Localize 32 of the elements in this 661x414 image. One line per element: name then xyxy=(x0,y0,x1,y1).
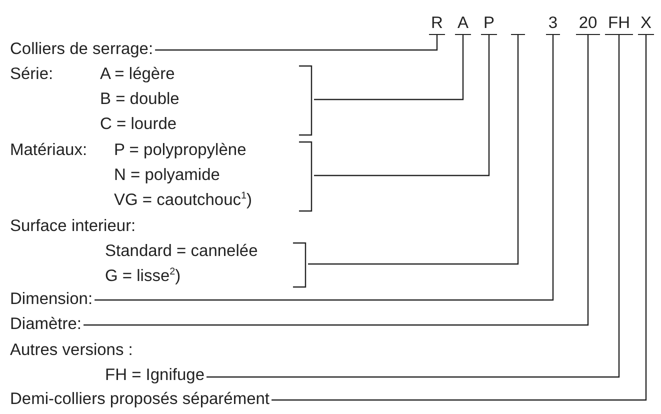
connector-line xyxy=(308,35,519,265)
field-label: Surface interieur: xyxy=(10,216,136,237)
option-text: G = lisse$^{2}$) xyxy=(105,266,182,287)
description-text: Demi-colliers proposés séparément xyxy=(10,388,270,410)
connector-line xyxy=(314,35,464,100)
option-text: B = double xyxy=(100,89,180,110)
option-text: N = polyamide xyxy=(114,165,221,186)
connector-line xyxy=(206,35,620,378)
option-text: FH = Ignifuge xyxy=(105,365,205,386)
option-text: P = polypropylène xyxy=(114,140,248,161)
option-text: VG = caoutchouc$^{1}$) xyxy=(114,190,254,211)
code-letter: R xyxy=(429,12,445,35)
code-letter: FH xyxy=(605,12,633,35)
connector-line xyxy=(84,35,589,326)
code-letter: 3 xyxy=(546,12,560,35)
connector-line xyxy=(314,35,490,176)
description-text: Dimension: xyxy=(10,288,93,310)
option-text: C = lourde xyxy=(100,114,178,135)
field-label: Autres versions : xyxy=(10,340,133,361)
option-text: A = légère xyxy=(100,64,176,85)
field-label: Série: xyxy=(10,64,54,85)
code-letter: 20 xyxy=(576,12,600,35)
field-label: Matériaux: xyxy=(10,140,88,161)
connector-line xyxy=(155,35,438,51)
connector-line xyxy=(94,35,554,301)
option-text: Standard = cannelée xyxy=(105,241,259,262)
code-letter: X xyxy=(638,12,654,35)
description-text: Colliers de serrage: xyxy=(10,38,154,60)
code-letter: A xyxy=(455,12,471,35)
description-text: Diamètre: xyxy=(10,313,82,335)
code-letter: P xyxy=(481,12,497,35)
connector-line xyxy=(272,35,647,401)
